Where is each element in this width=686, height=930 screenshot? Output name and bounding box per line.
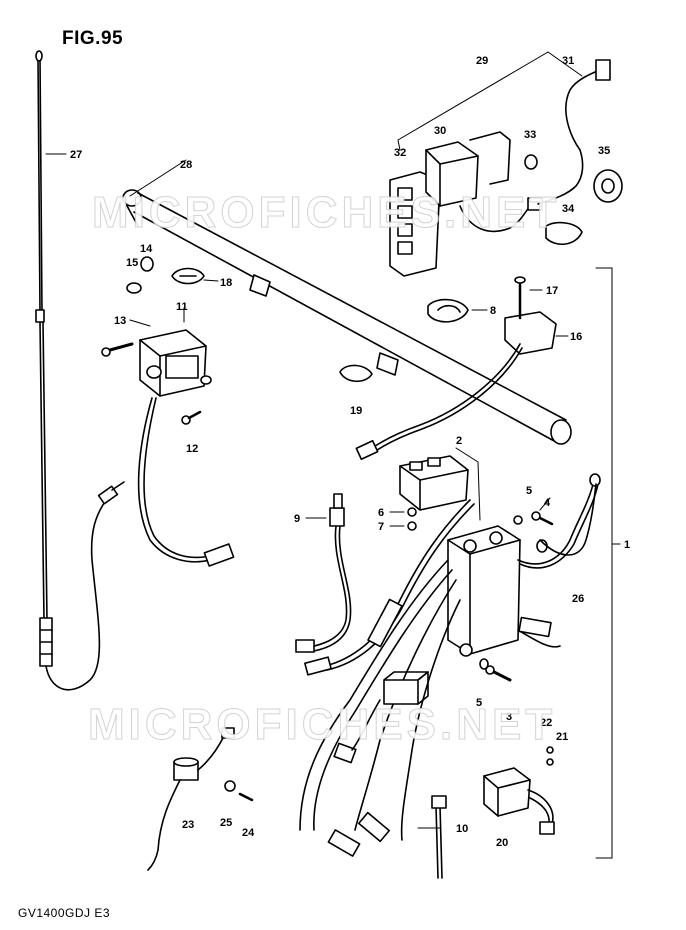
watermark-top: MICROFICHES.NET [91, 188, 561, 238]
callout-18: 18 [220, 277, 232, 289]
callout-2: 2 [456, 435, 462, 447]
callout-34: 34 [562, 203, 575, 215]
callout-28: 28 [180, 159, 192, 171]
model-code: GV1400GDJ E3 [18, 906, 111, 920]
callout-5: 5 [526, 485, 532, 497]
callout-1: 1 [624, 539, 630, 551]
antenna-part [35, 50, 125, 691]
grommet-19-part [339, 364, 373, 383]
callout-8: 8 [490, 305, 496, 317]
callout-29: 29 [476, 55, 488, 67]
callout-12: 12 [186, 443, 198, 455]
callout-22: 22 [540, 717, 552, 729]
unit-11-part [137, 329, 235, 567]
callout-21: 21 [556, 731, 568, 743]
callout-6: 6 [378, 507, 384, 519]
bracket-part [122, 189, 572, 445]
leader-lines [45, 51, 621, 859]
callout-5b: 5 [476, 697, 482, 709]
callout-24: 24 [242, 827, 255, 839]
callout-33: 33 [524, 129, 536, 141]
sensor-16-part [355, 276, 557, 461]
callout-30: 30 [434, 125, 446, 137]
tie-10-part [431, 795, 447, 879]
callout-16: 16 [570, 331, 582, 343]
callout-23: 23 [182, 819, 194, 831]
switch-box-2-part [399, 455, 469, 511]
callout-14: 14 [140, 243, 153, 255]
nut-6-part [407, 507, 417, 517]
harness-wires [299, 473, 601, 857]
unit-20-part [483, 746, 555, 835]
grommet-8-part [427, 298, 469, 323]
callout-9: 9 [294, 513, 300, 525]
callout-11: 11 [176, 301, 188, 313]
callout-32: 32 [394, 147, 406, 159]
ground-wire-26-part [539, 483, 597, 556]
callout-15: 15 [126, 257, 138, 269]
assembly-29-part [389, 59, 623, 277]
fasteners-left [101, 256, 205, 425]
callout-3: 3 [506, 711, 512, 723]
callout-20: 20 [496, 837, 508, 849]
callout-13: 13 [114, 315, 126, 327]
washer-7-part [407, 521, 417, 531]
callout-26: 26 [572, 593, 584, 605]
figure-title: FIG.95 [62, 28, 124, 49]
callout-35: 35 [598, 145, 610, 157]
relay-23-part [147, 727, 254, 871]
callout-7: 7 [378, 521, 384, 533]
callout-10: 10 [456, 823, 468, 835]
callout-25: 25 [220, 817, 232, 829]
callout-numbers: 1 2 3 4 5 5 6 7 8 9 10 11 12 13 14 15 16… [70, 55, 630, 849]
bolt-3-part [479, 658, 512, 682]
callout-4: 4 [544, 497, 551, 509]
switch-9-part [295, 493, 352, 653]
callout-17: 17 [546, 285, 558, 297]
watermark-bottom: MICROFICHES.NET [87, 700, 557, 750]
harness-unit-1-part [447, 511, 554, 657]
callout-31: 31 [562, 55, 574, 67]
callout-19: 19 [350, 405, 362, 417]
callout-27: 27 [70, 149, 82, 161]
